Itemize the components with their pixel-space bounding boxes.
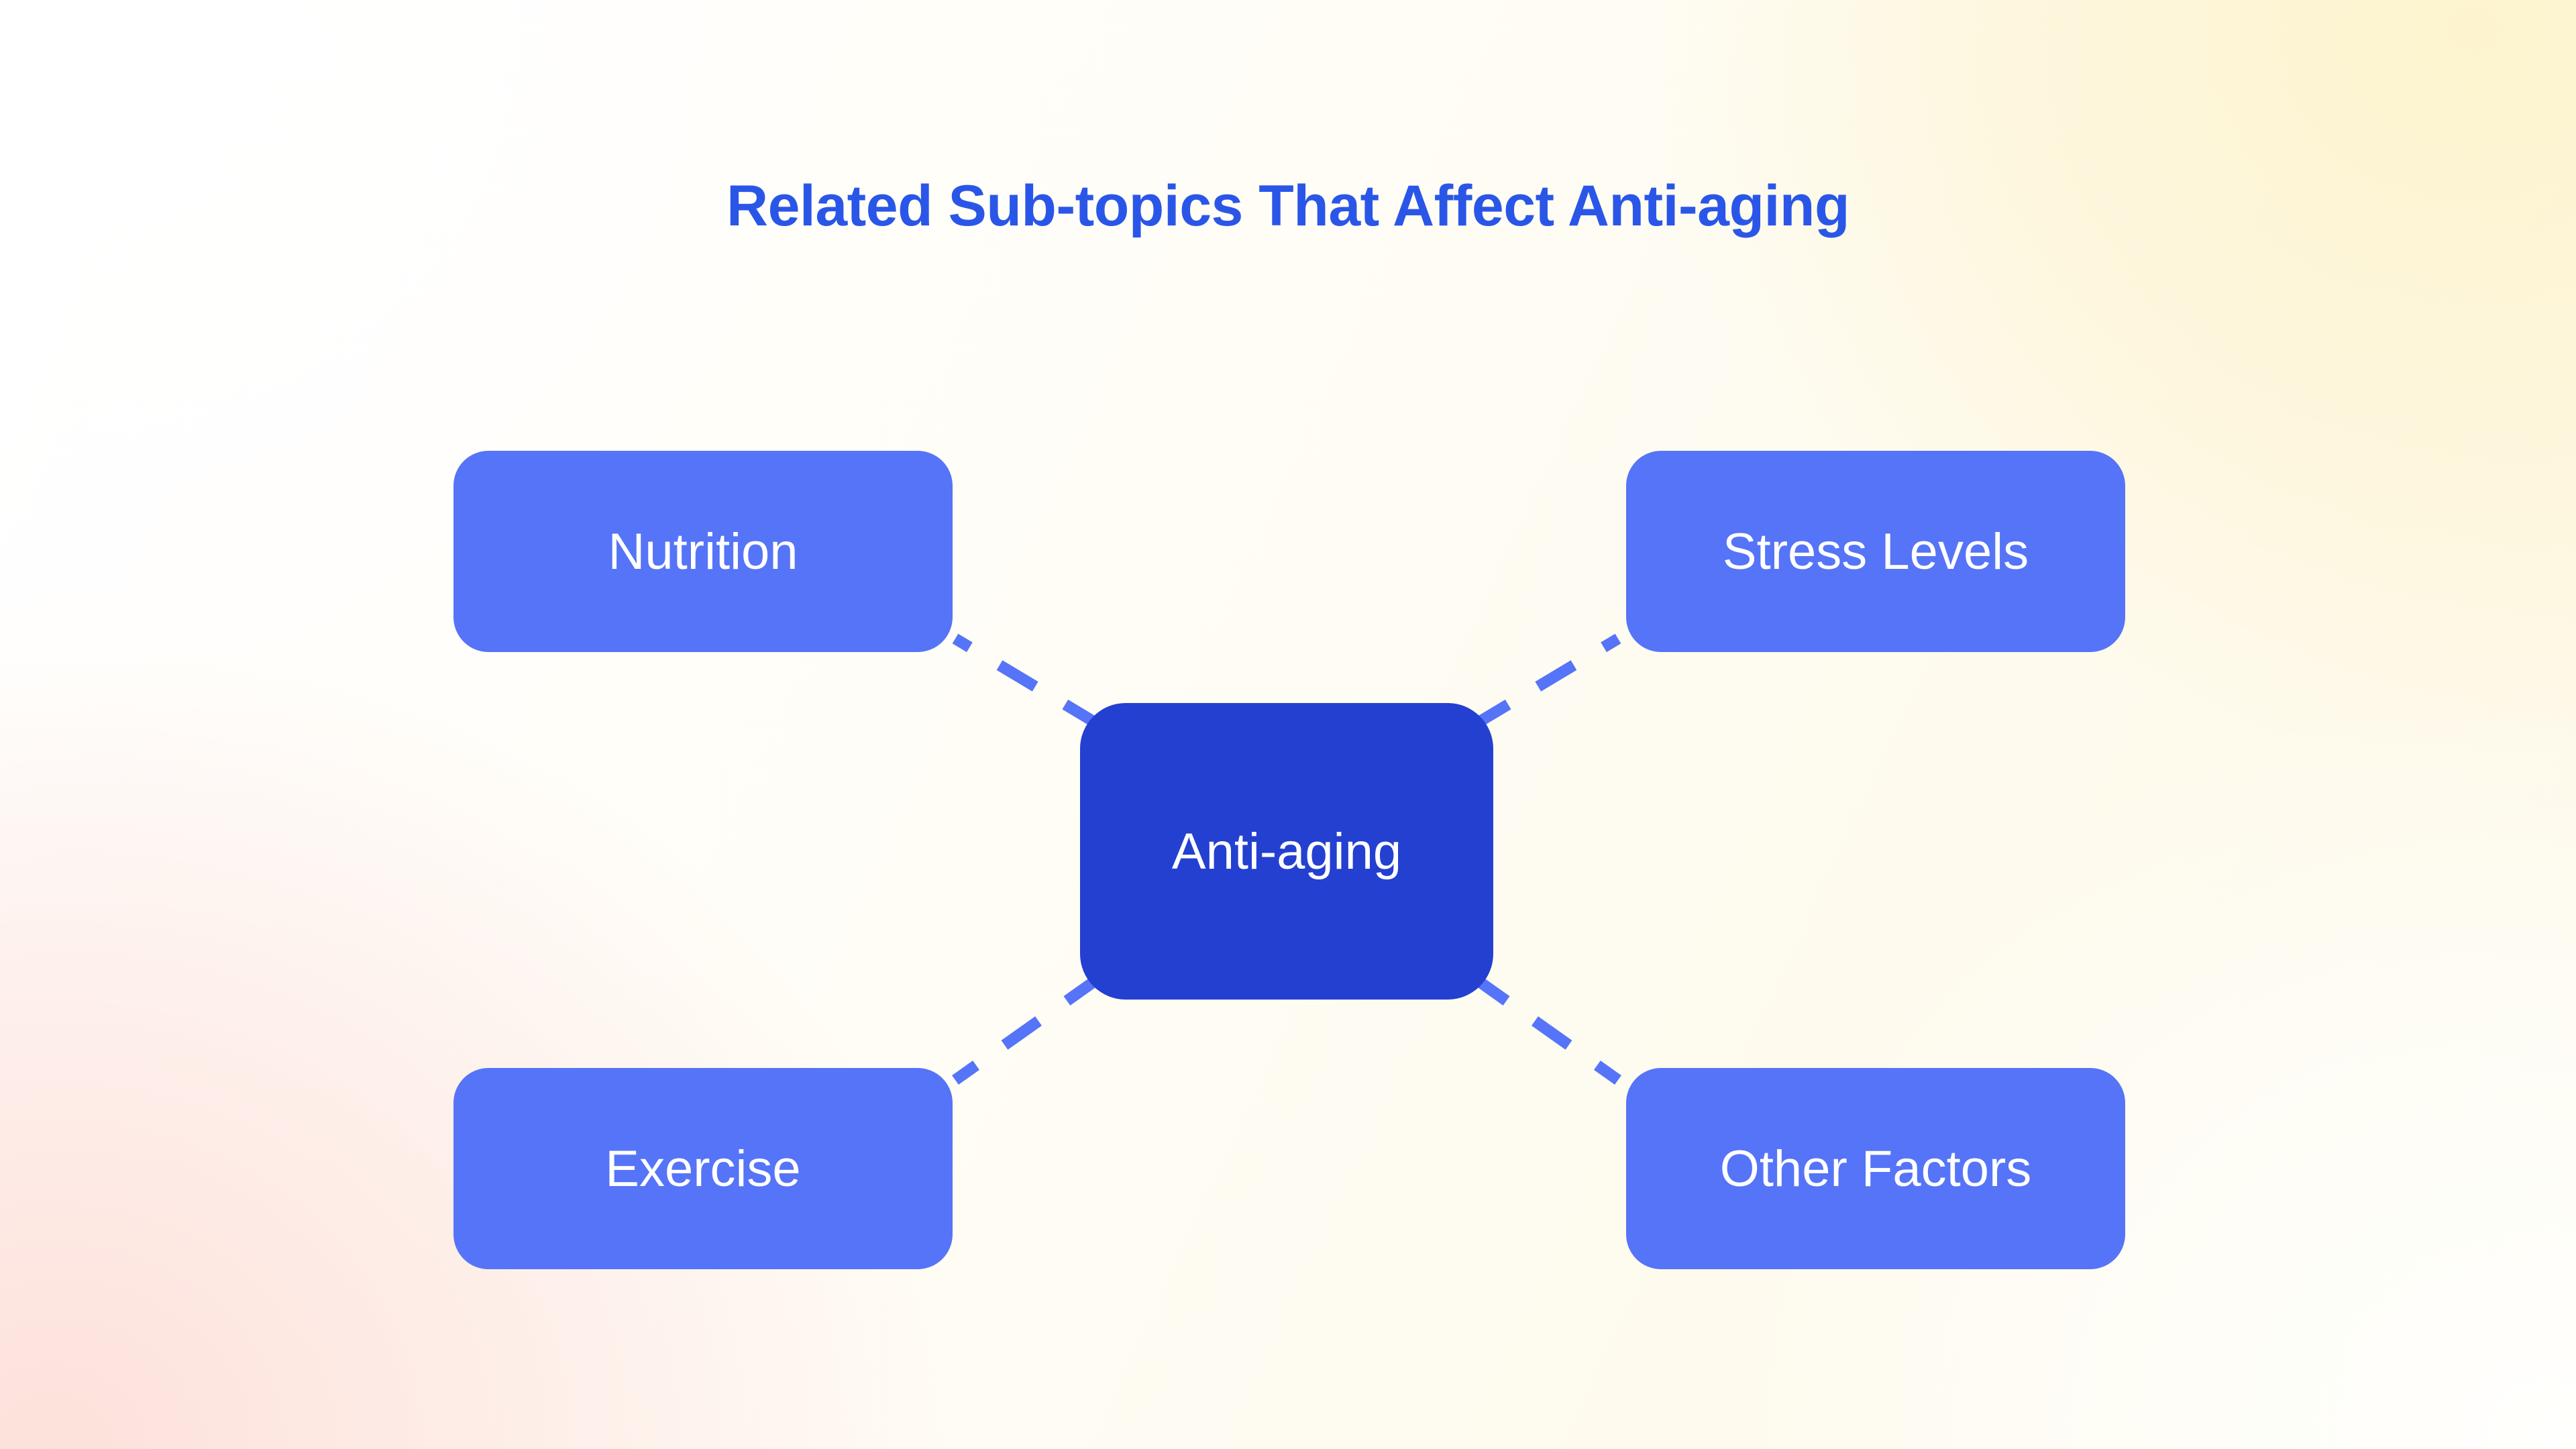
node-other-factors-label: Other Factors [1719, 1140, 2032, 1197]
connector-anti-aging-to-exercise [952, 972, 1104, 1085]
connector-anti-aging-to-stress-levels [1469, 633, 1621, 731]
node-stress-levels[interactable]: Stress Levels [1626, 451, 2125, 652]
node-nutrition[interactable]: Nutrition [453, 451, 953, 652]
node-exercise[interactable]: Exercise [453, 1068, 953, 1269]
page-title: Related Sub-topics That Affect Anti-agin… [726, 174, 1850, 238]
node-nutrition-label: Nutrition [608, 523, 798, 580]
node-anti-aging[interactable]: Anti-aging [1080, 703, 1493, 1000]
connector-anti-aging-to-other-factors [1469, 972, 1621, 1085]
connector-anti-aging-to-nutrition [952, 633, 1104, 731]
node-other-factors[interactable]: Other Factors [1626, 1068, 2125, 1269]
node-stress-levels-label: Stress Levels [1722, 523, 2029, 580]
node-exercise-label: Exercise [605, 1140, 801, 1197]
node-anti-aging-label: Anti-aging [1171, 822, 1402, 880]
